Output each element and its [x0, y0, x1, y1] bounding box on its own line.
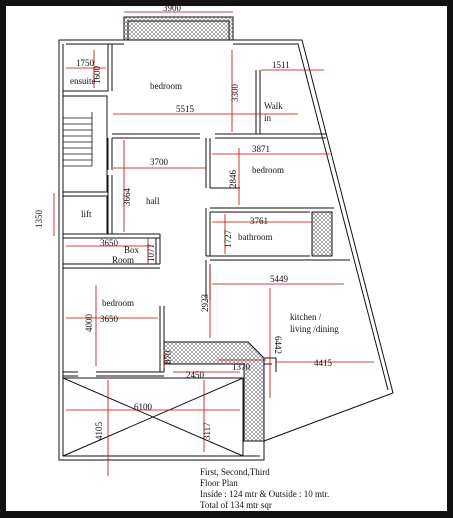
room-kitchen-line2: living /dining — [290, 324, 339, 334]
dim-3900: 3900 — [163, 6, 182, 13]
room-boxroom-line1: Box — [124, 245, 140, 255]
dim-870: 870 — [163, 350, 173, 364]
dim-5515: 5515 — [176, 104, 195, 114]
dim-2846: 2846 — [228, 170, 238, 189]
room-bathroom: bathroom — [238, 232, 273, 242]
room-bedroom-top: bedroom — [150, 81, 182, 91]
dim-3650-b: 3650 — [100, 314, 119, 324]
room-kitchen-line1: kitchen / — [290, 312, 322, 322]
bathroom-wall — [205, 207, 350, 261]
room-bedroom-left: bedroom — [102, 298, 134, 308]
note-area: Inside : 124 mtr & Outside : 10 mtr. — [200, 489, 329, 499]
stair-treads — [63, 112, 93, 167]
dim-6442: 6442 — [273, 336, 283, 354]
dim-2450: 2450 — [186, 370, 205, 380]
floor-plan: 3900 1750 1600 3300 1511 5515 3871 3700 … — [34, 6, 394, 510]
room-lift: lift — [81, 209, 92, 219]
dim-3664: 3664 — [122, 188, 132, 207]
room-walkin-line2: in — [264, 113, 272, 123]
note-total: Total of 134 mtr sqr — [200, 500, 272, 510]
balcony-top-inner — [127, 20, 230, 41]
balcony-top — [123, 16, 234, 41]
hall-wall — [107, 138, 113, 234]
dim-5449: 5449 — [270, 274, 289, 284]
terrace-diag-2 — [62, 377, 244, 457]
dim-3300: 3300 — [230, 84, 240, 103]
dim-6100: 6100 — [134, 402, 153, 412]
note-plan: Floor Plan — [200, 478, 238, 488]
terrace-box — [62, 377, 244, 457]
dim-3117: 3117 — [202, 422, 212, 440]
stair-well — [62, 95, 108, 193]
room-bedroom-right: bedroom — [252, 165, 284, 175]
dim-1077: 1077 — [146, 244, 156, 263]
room-labels: ensuite bedroom Walk in bedroom hall lif… — [70, 76, 339, 334]
dimension-lines — [53, 11, 374, 476]
kitchen-wall — [205, 260, 211, 300]
corridor-wall-top — [112, 133, 326, 139]
boxroom-wall — [63, 233, 161, 269]
walkin-wall — [255, 70, 261, 134]
outer-wall — [58, 39, 394, 461]
kitchen-lower-wall — [264, 357, 277, 372]
note-floors: First, Second,Third — [200, 467, 270, 477]
outer-wall-inner — [66, 43, 389, 391]
dim-3871: 3871 — [252, 144, 270, 154]
dim-3761: 3761 — [250, 216, 268, 226]
dim-1511: 1511 — [272, 60, 290, 70]
ensuite-wall — [63, 44, 113, 92]
room-boxroom-line2: Room — [112, 255, 134, 265]
room-walkin-line1: Walk — [264, 101, 283, 111]
dim-1350: 1350 — [34, 210, 44, 229]
bedroom-right-wall — [205, 138, 240, 189]
dim-1727: 1727 — [223, 230, 233, 249]
dim-1370: 1370 — [232, 362, 251, 372]
balcony-lower — [163, 341, 265, 442]
dim-3650-a: 3650 — [100, 238, 119, 248]
plan-notes: First, Second,Third Floor Plan Inside : … — [200, 467, 329, 510]
dim-1750: 1750 — [76, 58, 95, 68]
walls — [58, 16, 394, 461]
dim-1600: 1600 — [92, 66, 102, 85]
dim-4105: 4105 — [94, 422, 104, 441]
dimension-labels: 3900 1750 1600 3300 1511 5515 3871 3700 … — [34, 6, 333, 440]
bathroom-duct — [311, 211, 333, 257]
drawing-sheet: 3900 1750 1600 3300 1511 5515 3871 3700 … — [6, 6, 447, 511]
dim-2923: 2923 — [200, 294, 210, 313]
room-hall: hall — [146, 196, 160, 206]
room-ensuite: ensuite — [70, 76, 96, 86]
bedroom-left-wall — [63, 306, 165, 377]
dim-4415: 4415 — [314, 358, 333, 368]
dim-3700: 3700 — [150, 157, 169, 167]
dim-4000: 4000 — [84, 314, 94, 333]
